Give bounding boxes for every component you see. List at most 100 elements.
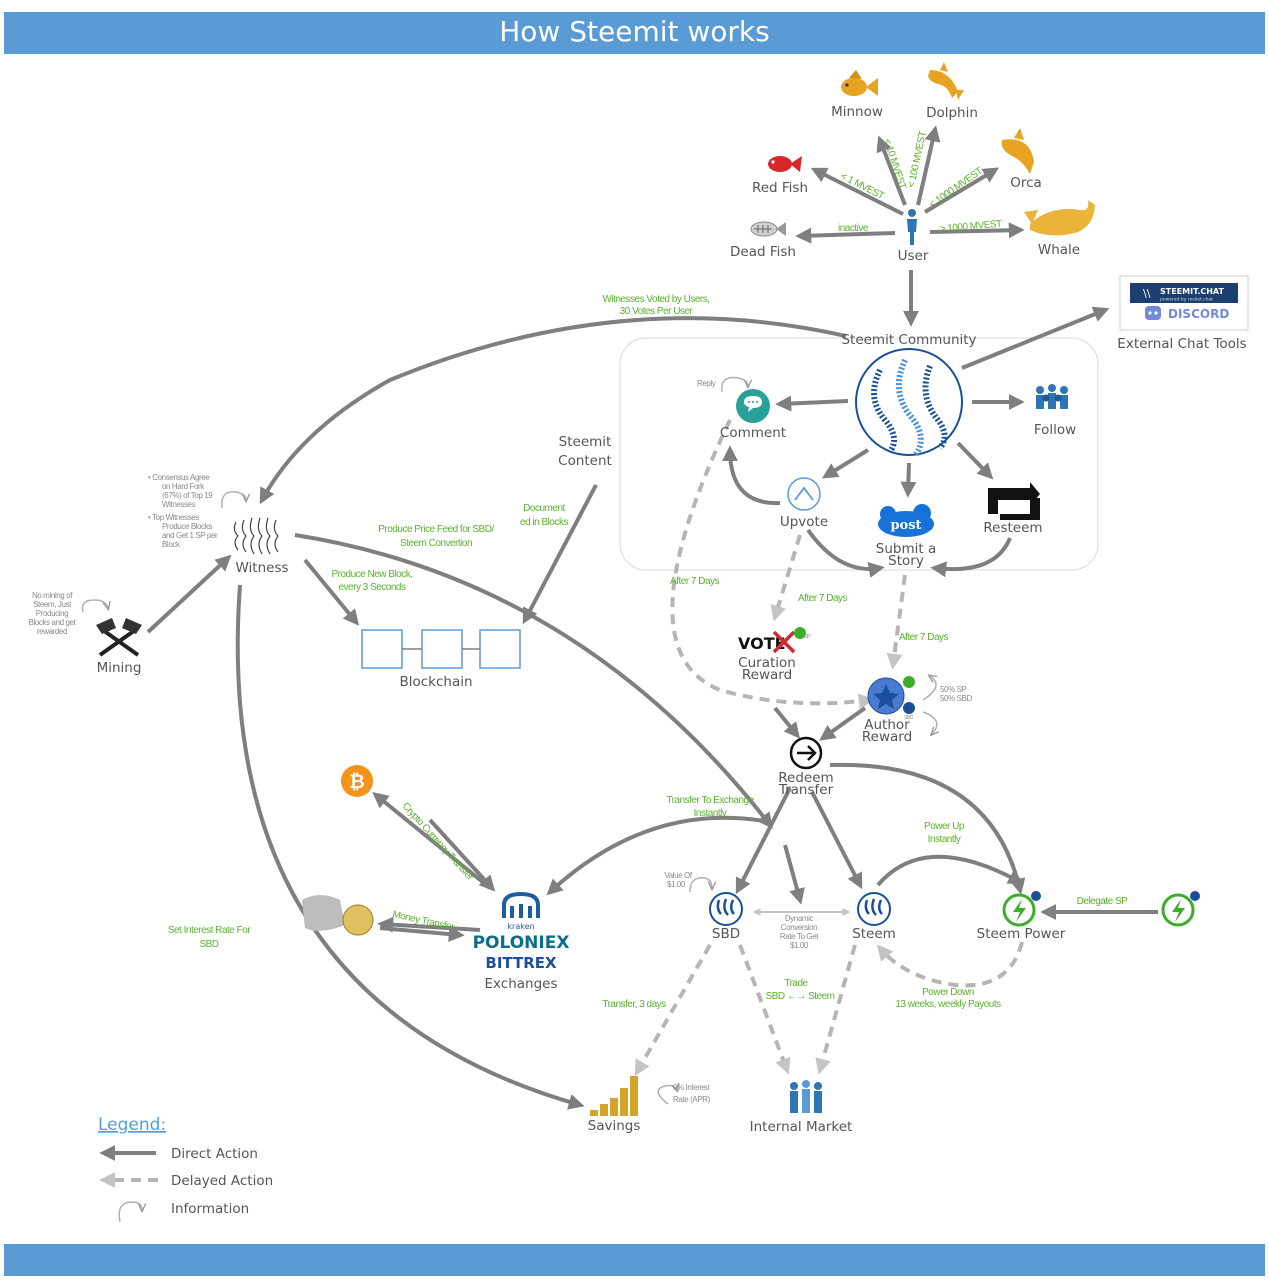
power-down-label-1: Power Down [922, 987, 974, 998]
dead-fish-icon [750, 221, 786, 237]
direct-arrows [146, 125, 1158, 1110]
after7-comment-label: After 7 Days [670, 576, 720, 587]
svg-text:Produce Blocks: Produce Blocks [162, 522, 212, 531]
svg-text:Blocks and get: Blocks and get [29, 618, 77, 627]
svg-text:• Consensus Agree: • Consensus Agree [148, 473, 210, 482]
external-chat-tools-label: External Chat Tools [1117, 336, 1246, 352]
whale-label: Whale [1038, 242, 1080, 258]
curation-reward-icon: VOTE [738, 627, 806, 654]
witness-voted-label-1: Witnesses Voted by Users, [603, 294, 710, 305]
orca-label: Orca [1010, 175, 1042, 191]
new-block-label-2: every 3 Seconds [339, 582, 406, 593]
comment-icon [736, 389, 770, 423]
after7-story-label: After 7 Days [899, 632, 949, 643]
orca-icon [1001, 128, 1034, 174]
svg-text:on Hard Fork: on Hard Fork [162, 482, 205, 491]
steemit-community-label: Steemit Community [841, 332, 976, 348]
svg-text:rewarded: rewarded [37, 627, 67, 636]
svg-text:and Get 1 SP per: and Get 1 SP per [162, 531, 218, 540]
interest-rate-info-2: Rate (APR) [673, 1095, 711, 1104]
svg-text:STEEMIT.CHAT: STEEMIT.CHAT [1160, 287, 1225, 296]
interest-label-2: SBD [199, 939, 218, 950]
gt1000mvest-label: > 1000 MVEST [939, 219, 1002, 235]
steem-label: Steem [852, 926, 896, 942]
external-chat-tools-icon: \\ STEEMIT.CHAT powered by rocket.chat D… [1119, 275, 1249, 331]
transfer-3days-label: Transfer, 3 days [602, 999, 666, 1010]
post-icon: post [878, 504, 934, 537]
legend-delayed-label: Delayed Action [171, 1173, 273, 1189]
upvote-label: Upvote [780, 514, 828, 530]
svg-text:DISCORD: DISCORD [1168, 307, 1229, 321]
svg-text:powered by rocket.chat: powered by rocket.chat [1160, 297, 1213, 303]
witness-icon [233, 517, 279, 555]
svg-text:Conversion: Conversion [781, 923, 817, 932]
whale-icon [1024, 200, 1095, 236]
delegate-sp-icon [1161, 891, 1200, 927]
sp-split-info-1: 50% SP [940, 685, 967, 694]
price-feed-label-1: Produce Price Feed for SBD/ [378, 524, 494, 535]
transfer-exchange-label-2: Instantly [694, 808, 727, 819]
title-banner [4, 12, 1265, 54]
sbd-icon [709, 892, 743, 926]
legend: Legend: Direct Action Delayed Action Inf… [98, 1115, 273, 1223]
lt1000mvest-label: < 1000 MVEST [927, 166, 984, 211]
dolphin-icon [928, 62, 964, 100]
minnow-icon [841, 70, 878, 96]
witness-label: Witness [235, 560, 288, 576]
follow-icon [1036, 384, 1068, 409]
minnow-label: Minnow [831, 104, 883, 120]
page-title: How Steemit works [499, 15, 770, 48]
svg-text:POLONIEX: POLONIEX [473, 933, 570, 953]
delayed-arrows [634, 419, 1024, 1077]
steem-power-icon [1002, 891, 1041, 927]
bitcoin-icon: ₿ [341, 765, 373, 797]
follow-label: Follow [1034, 422, 1076, 438]
money-transfer-icon [302, 895, 374, 936]
author-reward-label-1: Author [864, 717, 910, 733]
after7-upvote-label: After 7 Days [798, 593, 848, 604]
svg-text:₿: ₿ [349, 771, 364, 793]
steemit-content-label-1: Steemit [559, 434, 612, 450]
curation-reward-label-2: Reward [742, 667, 792, 683]
power-up-label-1: Power Up [924, 821, 965, 832]
interest-rate-info-1: 0% Interest [673, 1083, 710, 1092]
exchanges-label: Exchanges [485, 976, 558, 992]
svg-text:Producing: Producing [36, 609, 68, 618]
curation-sp-tag: SP [804, 634, 811, 640]
sp-split-info-2: 50% SBD [940, 694, 973, 703]
author-reward-icon [867, 676, 915, 715]
legend-title: Legend: [98, 1115, 166, 1135]
value-of-info-2: $1.00 [667, 880, 686, 889]
redeem-transfer-label-1: Redeem [778, 770, 833, 786]
interest-label-1: Set Interest Rate For [168, 925, 251, 936]
red-fish-label: Red Fish [752, 180, 808, 196]
svg-text:Steem, Just: Steem, Just [33, 600, 72, 609]
user-icon [907, 209, 917, 245]
witness-voted-label-2: 30 Votes Per User [620, 306, 694, 317]
blockchain-icon [361, 629, 521, 669]
svg-text:Dynamic: Dynamic [785, 914, 814, 923]
internal-market-icon [790, 1080, 822, 1113]
trade-label-2: SBD ←→ Steem [765, 991, 834, 1002]
legend-information-label: Information [171, 1201, 249, 1217]
svg-text:post: post [890, 518, 921, 533]
new-block-label-1: Produce New Block, [331, 569, 412, 580]
steemit-content-label-2: Content [558, 453, 612, 469]
transfer-exchange-label-1: Transfer To Exchange [666, 795, 754, 806]
curation-reward-label-1: Curation [738, 655, 796, 671]
submit-story-label-1: Submit a [876, 541, 936, 557]
sbd-label: SBD [712, 926, 740, 942]
no-mining-info: No mining of Steem, Just Producing Block… [29, 591, 77, 636]
mining-label: Mining [97, 660, 142, 676]
author-sbd-tag: SBD [904, 715, 914, 721]
svg-text:Rate To Get: Rate To Get [780, 932, 819, 941]
svg-text:(67%) of Top 19: (67%) of Top 19 [162, 491, 213, 500]
svg-text:BITTREX: BITTREX [485, 954, 557, 972]
comment-label: Comment [720, 425, 786, 441]
svg-text:kraken: kraken [507, 922, 534, 931]
svg-text:$1.00: $1.00 [790, 941, 809, 950]
resteem-label: Resteem [983, 520, 1042, 536]
consensus-info: • Consensus Agree on Hard Fork (67%) of … [148, 473, 218, 549]
dolphin-label: Dolphin [926, 105, 978, 121]
